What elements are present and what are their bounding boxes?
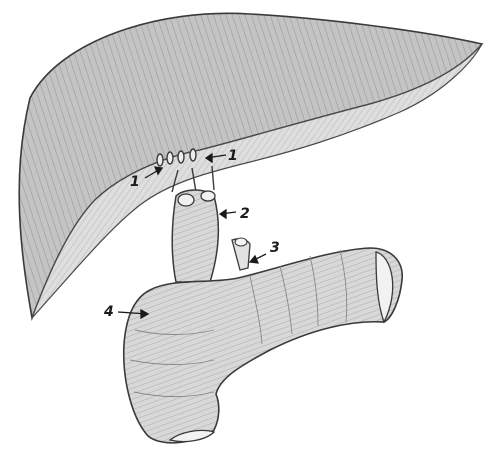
label-3: 3 (270, 240, 280, 256)
structure-3-cut-end (235, 238, 247, 246)
vessel-2-cut-end-right (201, 191, 215, 201)
vessel-2-cut-end (178, 194, 194, 206)
label-1-left: 1 (130, 174, 140, 190)
label-2: 2 (240, 206, 250, 222)
label-1-right: 1 (228, 148, 238, 164)
duodenum-4 (124, 248, 402, 443)
liver-upper-surface (19, 13, 482, 318)
label-4: 4 (103, 304, 114, 320)
